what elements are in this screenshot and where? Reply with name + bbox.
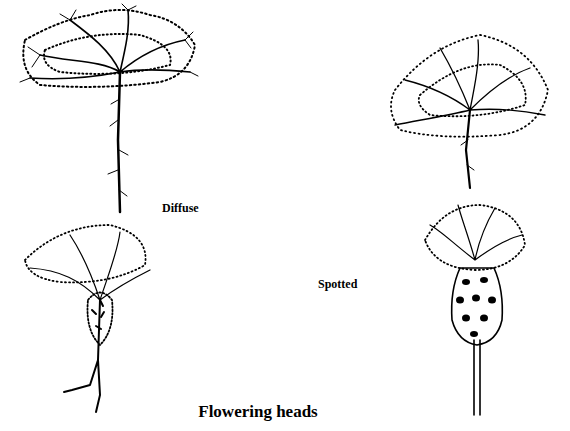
figure-caption: Flowering heads <box>196 402 319 422</box>
plant-label: Diffuse <box>160 201 201 216</box>
plant-label: Spotted <box>316 277 359 292</box>
diffuse-plant-2 <box>391 35 548 188</box>
spotted-flower-head <box>425 205 525 415</box>
diffuse-plant-1 <box>20 4 198 212</box>
diffuse-flower-head <box>25 225 150 412</box>
